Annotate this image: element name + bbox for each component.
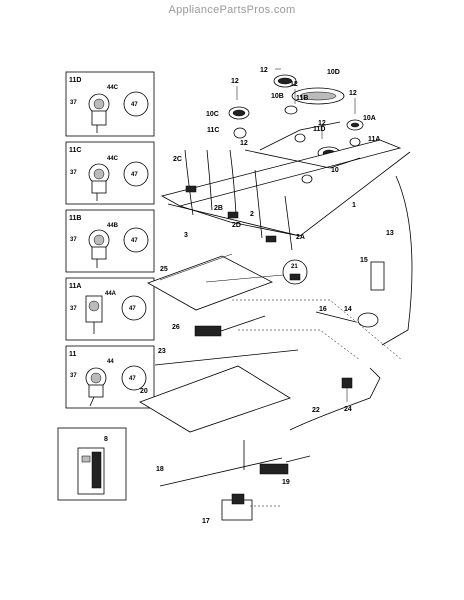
- site-title: AppliancePartsPros.com: [168, 4, 296, 16]
- svg-text:47: 47: [131, 102, 138, 108]
- svg-text:44B: 44B: [107, 223, 119, 229]
- svg-text:2A: 2A: [296, 234, 305, 241]
- svg-text:10B: 10B: [271, 93, 284, 100]
- svg-text:10C: 10C: [206, 111, 219, 118]
- svg-text:11: 11: [69, 351, 77, 358]
- svg-text:14: 14: [344, 306, 352, 313]
- svg-text:47: 47: [129, 306, 136, 312]
- svg-text:19: 19: [282, 479, 290, 486]
- svg-text:2B: 2B: [214, 205, 223, 212]
- svg-text:16: 16: [319, 306, 327, 313]
- svg-text:25: 25: [160, 266, 168, 273]
- svg-text:2D: 2D: [232, 222, 241, 229]
- svg-text:1: 1: [352, 202, 356, 209]
- svg-text:44C: 44C: [107, 156, 119, 162]
- svg-text:10D: 10D: [327, 69, 340, 76]
- svg-text:12: 12: [349, 90, 357, 97]
- svg-text:13: 13: [386, 230, 394, 237]
- broil-assembly: 25 21 26 23 20 15 14 16 24 22: [139, 253, 403, 433]
- svg-text:12: 12: [318, 120, 326, 127]
- inset-title: 11D: [69, 77, 81, 84]
- inset-panel-11b: 11B 44B 37 47: [65, 209, 155, 273]
- svg-text:47: 47: [129, 376, 136, 382]
- svg-text:37: 37: [70, 100, 77, 106]
- svg-text:47: 47: [131, 238, 138, 244]
- svg-text:2C: 2C: [173, 156, 182, 163]
- part-8-panel: 8: [57, 427, 127, 501]
- svg-text:20: 20: [140, 388, 148, 395]
- inset-panel-11a: 11A 44A 37 47: [65, 277, 155, 341]
- svg-text:17: 17: [202, 518, 210, 525]
- svg-text:12: 12: [290, 81, 298, 88]
- svg-text:21: 21: [291, 264, 298, 270]
- svg-text:12: 12: [240, 140, 248, 147]
- inset-panel-11c: 11C 44C 37 47: [65, 141, 155, 205]
- svg-text:26: 26: [172, 324, 180, 331]
- inset-panel-11: 11 44 37 47: [65, 345, 155, 409]
- manifold-assembly: 1 3 2C 2B 2D 2 2A 13: [160, 121, 413, 346]
- svg-text:11B: 11B: [69, 215, 81, 222]
- svg-text:10A: 10A: [363, 115, 376, 122]
- svg-text:37: 37: [70, 373, 77, 379]
- svg-text:12: 12: [260, 67, 268, 74]
- svg-text:11C: 11C: [207, 127, 219, 134]
- svg-text:8: 8: [104, 436, 108, 443]
- svg-text:37: 37: [70, 237, 77, 243]
- top-burners: 10D 10B 11B 10C 11C 10A 11A 10 11D 12: [206, 67, 380, 184]
- svg-text:11B: 11B: [296, 95, 308, 102]
- svg-text:44: 44: [107, 359, 114, 365]
- svg-text:11C: 11C: [69, 147, 81, 154]
- svg-text:23: 23: [158, 348, 166, 355]
- inset-panel-11d: 11D 44C 37 47: [65, 71, 155, 137]
- svg-text:18: 18: [156, 466, 164, 473]
- svg-text:22: 22: [312, 407, 320, 414]
- svg-text:2: 2: [250, 211, 254, 218]
- svg-text:37: 37: [70, 170, 77, 176]
- svg-text:44C: 44C: [107, 85, 119, 91]
- svg-text:24: 24: [344, 406, 352, 413]
- svg-text:37: 37: [70, 306, 77, 312]
- svg-text:44A: 44A: [105, 291, 117, 297]
- oven-burner-assembly: 18 19 17: [156, 440, 311, 525]
- svg-text:11D: 11D: [313, 126, 325, 133]
- svg-text:11A: 11A: [368, 136, 380, 143]
- svg-text:10: 10: [331, 167, 339, 174]
- svg-text:47: 47: [131, 172, 138, 178]
- svg-text:15: 15: [360, 257, 368, 264]
- svg-text:11A: 11A: [69, 283, 81, 290]
- svg-text:3: 3: [184, 232, 188, 239]
- svg-text:12: 12: [231, 78, 239, 85]
